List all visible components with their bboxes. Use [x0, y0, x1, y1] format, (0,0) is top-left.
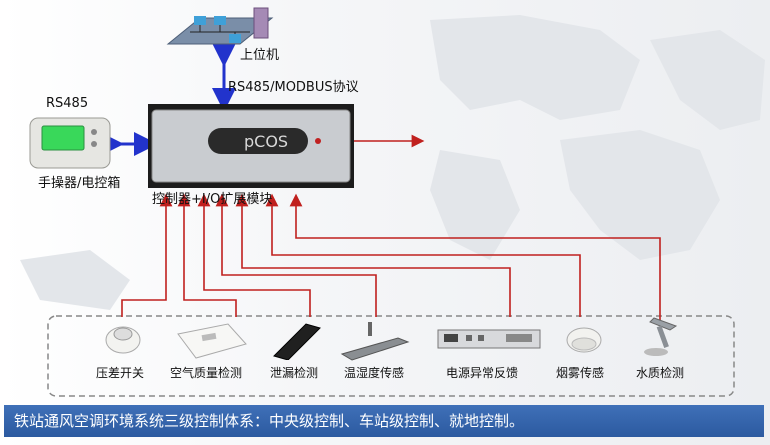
sensor-label-humidity: 温湿度传感 — [344, 366, 405, 380]
signal-line-humidity — [215, 193, 377, 317]
signal-line-smoke — [265, 193, 581, 317]
summary-banner: 铁站通风空调环境系统三级控制体系：中央级控制、车站级控制、就地控制。 — [4, 405, 764, 437]
handset-device-icon — [29, 117, 111, 169]
power-monitor-icon — [437, 329, 541, 349]
sensor-label-air-quality: 空气质量检测 — [170, 366, 243, 380]
controller-label: 控制器+I/O扩展模块 — [152, 192, 273, 207]
signal-line-leak — [197, 193, 311, 317]
field-devices-frame — [47, 315, 735, 397]
signal-line-water — [289, 193, 661, 320]
signal-line-air-quality — [177, 193, 237, 317]
humidity-sensor-icon — [340, 322, 410, 361]
protocol-label: RS485/MODBUS协议 — [228, 80, 359, 95]
controller-device-icon: pCOS — [148, 104, 354, 188]
pressure-switch-icon — [105, 326, 141, 354]
sensor-label-smoke: 烟雾传感 — [556, 366, 605, 380]
sensor-label-leak: 泄漏检测 — [270, 366, 319, 380]
host-network-icon — [166, 7, 274, 45]
leak-detector-icon — [273, 323, 321, 360]
water-quality-icon — [644, 317, 678, 356]
sensor-label-pressure: 压差开关 — [96, 366, 145, 380]
handset-bus-label: RS485 — [46, 96, 89, 111]
signal-line-power — [235, 193, 511, 317]
smoke-sensor-icon — [566, 327, 602, 353]
handset-label: 手操器/电控箱 — [38, 176, 121, 191]
sensor-label-power: 电源异常反馈 — [446, 366, 519, 380]
controller-brand-text: pCOS — [244, 132, 288, 151]
host-label: 上位机 — [240, 48, 280, 63]
signal-line-pressure — [121, 193, 173, 317]
air-quality-icon — [177, 323, 247, 359]
sensor-label-water: 水质检测 — [636, 366, 685, 380]
